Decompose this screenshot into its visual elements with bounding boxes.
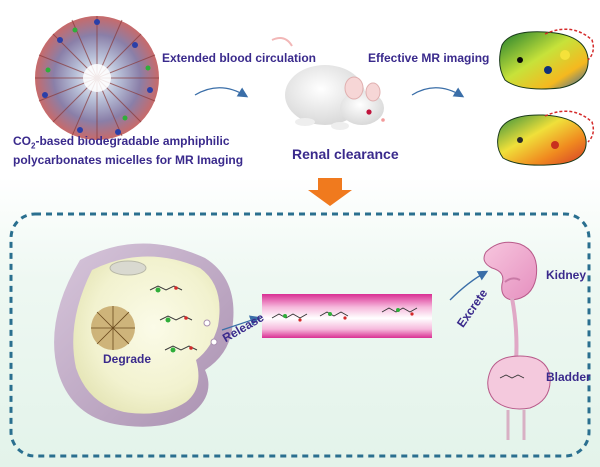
imaging-arrow <box>411 87 465 98</box>
micelle-caption-rest: -based biodegradable amphiphilic <box>35 134 230 148</box>
ureter <box>510 297 519 363</box>
bladder-illustration <box>487 355 551 440</box>
micelle-caption-line2: polycarbonates micelles for MR Imaging <box>13 153 244 167</box>
process-panel-border <box>9 212 591 458</box>
cell-illustration <box>54 243 234 427</box>
blood-vessel-tube <box>262 294 432 338</box>
micelle-illustration <box>35 16 159 140</box>
kidney-illustration <box>483 241 538 301</box>
renal-clearance-label: Renal clearance <box>292 146 399 162</box>
mr-imaging-label: Effective MR imaging <box>368 51 490 65</box>
bladder-label: Bladder <box>546 370 591 384</box>
mri-image-bottom <box>497 110 595 166</box>
micelle-caption-subscript: 2 <box>31 141 36 151</box>
release-arrow <box>221 315 261 331</box>
circulation-label: Extended blood circulation <box>162 51 317 65</box>
micelle-caption-co: CO <box>13 134 31 148</box>
kidney-label: Kidney <box>546 268 587 282</box>
circulation-arrow <box>194 87 249 98</box>
degrade-label: Degrade <box>103 352 152 366</box>
down-arrow-icon <box>308 178 352 206</box>
mouse-illustration <box>271 37 385 130</box>
mri-image-top <box>499 28 595 90</box>
excrete-arrow <box>449 270 489 301</box>
micelle-caption-line1: CO2-based biodegradable amphiphilic <box>13 134 230 150</box>
